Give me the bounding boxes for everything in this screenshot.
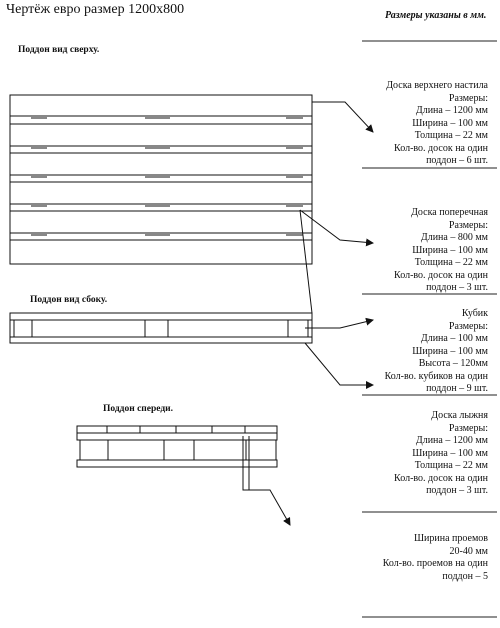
spec-line: Длина – 100 мм	[420, 333, 488, 344]
spec-line: Длина – 800 мм	[420, 232, 488, 243]
spec-line: Кол-во. досок на один	[394, 472, 488, 484]
spec-line: Ширина – 100 мм	[412, 447, 488, 459]
front-view-label: Поддон спереди.	[103, 404, 174, 414]
spec-separators	[362, 40, 497, 618]
spec-runner-board: Доска лыжня Размеры: Длина – 1200 мм Шир…	[353, 410, 488, 498]
spec-line: Размеры:	[448, 219, 488, 231]
spec-line: Ширина – 100 мм	[412, 117, 488, 129]
spec-line: Ширина – 100 мм	[412, 244, 488, 256]
spec-line: Размеры:	[448, 320, 488, 332]
units-note: Размеры указаны в мм.	[385, 10, 487, 21]
drawing-title: Чертёж евро размер 1200х800	[6, 2, 185, 17]
spec-line: поддон – 3 шт.	[426, 485, 488, 496]
spec-line: Толщина – 22 мм	[414, 130, 488, 141]
spec-gap-width: Ширина проемов 20-40 мм Кол-во. проемов …	[353, 533, 488, 583]
spec-line: Длина – 1200 мм	[415, 105, 488, 116]
spec-block: Кубик Размеры: Длина – 100 мм Ширина – 1…	[353, 308, 488, 396]
spec-name: Кубик	[461, 308, 488, 319]
side-block-middle	[144, 319, 169, 338]
side-view-label: Поддон вид сбоку.	[30, 295, 108, 305]
spec-top-deck-board: Доска верхнего настила Размеры: Длина – …	[353, 80, 488, 168]
spec-line: поддон – 6 шт.	[426, 155, 488, 166]
top-view	[9, 94, 313, 265]
spec-line: Кол-во. кубиков на один	[384, 370, 488, 382]
spec-line: поддон – 9 шт.	[426, 383, 488, 394]
front-block-left	[79, 439, 109, 461]
spec-name: Доска верхнего настила	[386, 80, 488, 91]
spec-line: 20-40 мм	[449, 545, 489, 557]
spec-line: Толщина – 22 мм	[414, 257, 488, 268]
leader-lines	[242, 101, 374, 526]
spec-cross-board: Доска поперечная Размеры: Длина – 800 мм…	[353, 207, 488, 295]
spec-line: поддон – 3 шт.	[426, 282, 488, 293]
spec-line: Кол-во. досок на один	[394, 269, 488, 281]
spec-line: Размеры:	[448, 422, 488, 434]
front-view	[76, 425, 278, 468]
spec-name: Ширина проемов	[413, 533, 488, 544]
spec-line: Кол-во. проемов на один	[382, 558, 488, 569]
spec-line: Размеры:	[448, 92, 488, 104]
top-view-label: Поддон вид сверху.	[18, 45, 100, 55]
spec-line: поддон – 5	[442, 570, 488, 582]
spec-line: Ширина – 100 мм	[412, 345, 488, 357]
side-block-left	[13, 319, 33, 338]
front-block-right	[245, 439, 277, 461]
front-block-middle	[163, 439, 195, 461]
spec-line: Высота – 120мм	[418, 358, 488, 369]
spec-line: Длина – 1200 мм	[415, 435, 488, 446]
spec-line: Толщина – 22 мм	[414, 460, 488, 471]
spec-name: Доска поперечная	[411, 207, 488, 218]
spec-name: Доска лыжня	[431, 410, 488, 421]
spec-line: Кол-во. досок на один	[394, 142, 488, 154]
side-view	[9, 312, 313, 344]
